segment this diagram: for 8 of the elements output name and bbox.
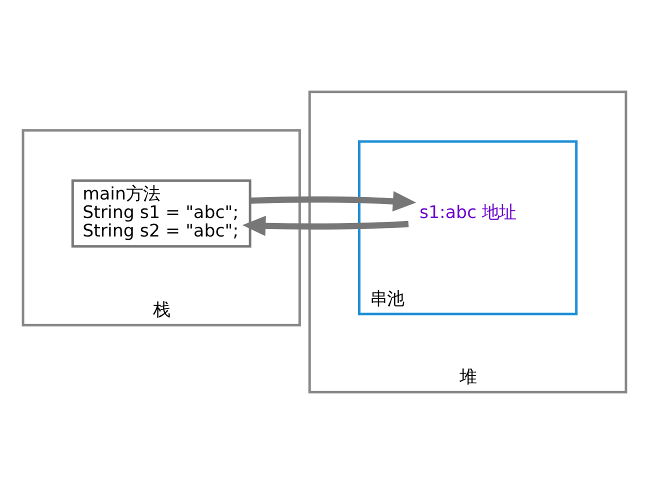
node-label: 栈 [152,300,170,320]
arrow [242,216,409,236]
arrow [250,191,416,212]
cluster [308,90,628,394]
node-label: 堆 [459,367,476,388]
node-box: main方法 String s1 = "abc"; String s2 = "abc"; [71,179,252,248]
node-text: s1:abc 地址 [419,203,516,224]
cluster [22,129,301,326]
